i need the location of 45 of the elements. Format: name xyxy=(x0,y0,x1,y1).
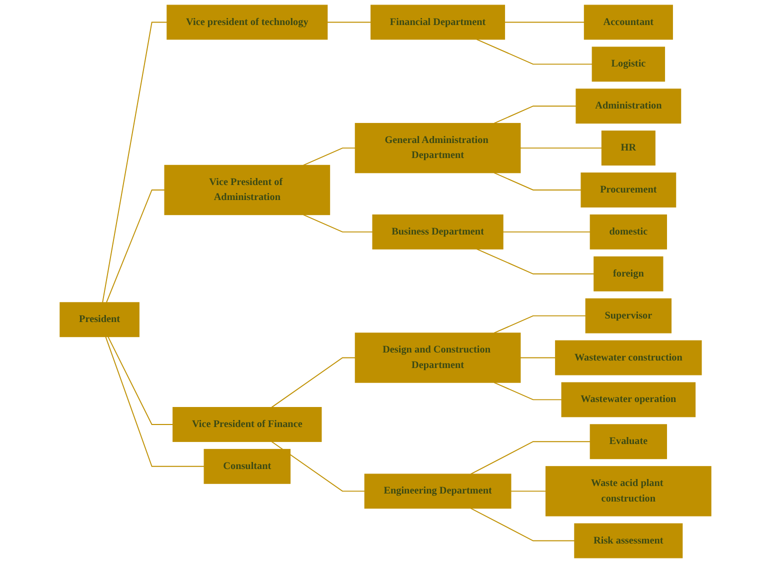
connector xyxy=(504,22,585,23)
node-box: Financial Department xyxy=(370,4,506,40)
node-box: Consultant xyxy=(204,448,291,484)
node-box: President xyxy=(60,302,140,338)
connector xyxy=(271,441,366,492)
node-box: Vice President of Finance xyxy=(172,407,322,442)
node-box: Wastewater operation xyxy=(561,382,696,418)
connector xyxy=(102,22,168,303)
node-box: Evaluate xyxy=(590,424,668,460)
connector xyxy=(494,315,586,334)
node-box: Wastewater construction xyxy=(555,340,702,376)
node-box: Administration xyxy=(576,88,682,124)
connector xyxy=(494,382,562,400)
connector xyxy=(105,336,205,467)
node-box: foreign xyxy=(594,256,664,292)
connector xyxy=(494,106,577,124)
node-box: Logistic xyxy=(592,46,666,82)
connector xyxy=(476,248,594,274)
connector xyxy=(476,38,593,65)
connector xyxy=(326,22,372,23)
node-box: Supervisor xyxy=(585,298,672,334)
connector xyxy=(108,336,174,425)
node-box: Engineering Department xyxy=(364,474,512,509)
node-box: Accountant xyxy=(584,4,673,40)
connector xyxy=(106,190,166,303)
node-box: domestic xyxy=(590,214,667,250)
node-box: HR xyxy=(601,130,656,166)
node-box: Vice president of technology xyxy=(166,4,328,40)
node-box: Design and Construction Department xyxy=(354,332,521,383)
connector xyxy=(303,214,374,232)
node-box: Procurement xyxy=(580,172,676,208)
connector xyxy=(494,172,582,190)
connector xyxy=(470,508,575,542)
node-box: General Administration Department xyxy=(354,122,521,174)
node-box: Vice President of Administration xyxy=(164,164,330,216)
connector xyxy=(303,148,356,166)
node-box: Waste acid plant construction xyxy=(546,466,712,516)
connector xyxy=(520,148,602,149)
node-box: Risk assessment xyxy=(574,523,683,558)
connector xyxy=(271,357,356,408)
connector xyxy=(510,490,546,492)
connector xyxy=(470,441,591,475)
node-box: Business Department xyxy=(372,214,504,250)
connector xyxy=(520,357,556,358)
connector xyxy=(502,231,591,232)
